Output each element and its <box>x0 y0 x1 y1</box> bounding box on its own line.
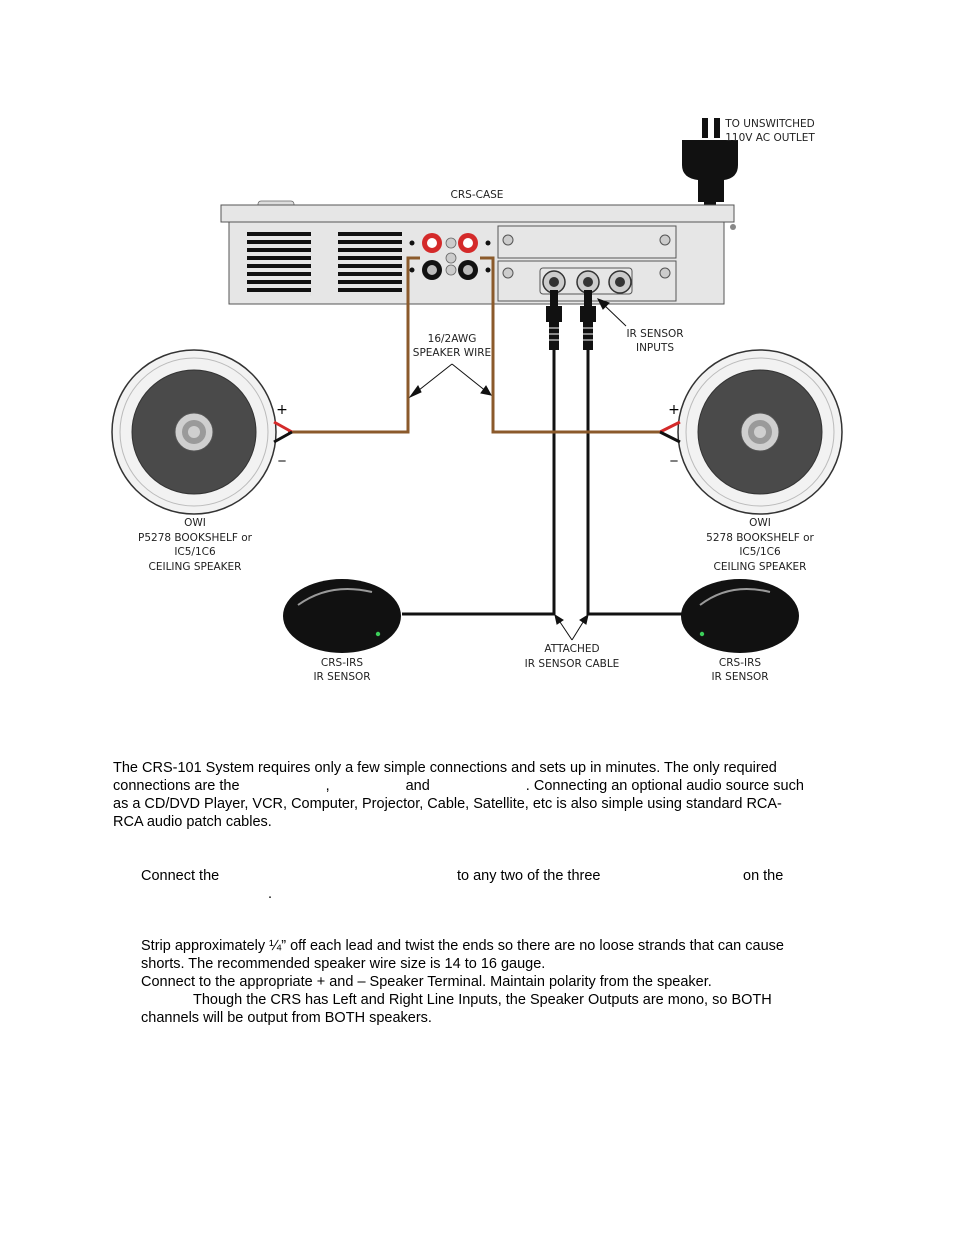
speaker-wire-label-1: 16/2AWG <box>428 333 477 345</box>
cable-label-1: ATTACHED <box>544 643 599 655</box>
ir-cable-left <box>402 350 556 616</box>
step-connect-a: Connect the <box>141 868 220 884</box>
intro-line-4: RCA audio patch cables. <box>113 814 272 830</box>
step-connect-d: . <box>268 886 273 902</box>
cable-arrows <box>554 613 589 641</box>
wire-line-2: shorts. The recommended speaker wire siz… <box>141 956 546 972</box>
ir-plugs <box>546 290 596 350</box>
wire-line-4: Though the CRS has Left and Right Line I… <box>193 992 772 1008</box>
left-speaker <box>111 349 293 515</box>
left-ir-sensor <box>283 579 401 653</box>
intro-line-2a: connections are the <box>113 778 240 794</box>
ir-cable-right <box>586 350 683 616</box>
intro-line-2: connections are the, and . Connecting an o… <box>113 777 804 795</box>
right-sensor-label-2: IR SENSOR <box>711 671 768 683</box>
left-speaker-line-1: OWI <box>184 517 206 529</box>
crs-case <box>220 200 736 305</box>
cable-label-2: IR SENSOR CABLE <box>525 658 620 670</box>
outlet-label-1: TO UNSWITCHED <box>724 118 814 130</box>
outlet-label-2: 110V AC OUTLET <box>725 132 815 144</box>
right-speaker-line-4: CEILING SPEAKER <box>714 561 807 573</box>
speaker-wire-label-2: SPEAKER WIRE <box>413 347 491 359</box>
intro-line-3: as a CD/DVD Player, VCR, Computer, Proje… <box>113 796 782 812</box>
speaker-wire-right <box>480 256 660 434</box>
left-plus: + <box>276 402 288 418</box>
left-minus: _ <box>278 446 287 462</box>
intro-line-2d: . Connecting an optional audio source su… <box>525 778 804 794</box>
ir-inputs-arrow <box>596 298 627 327</box>
right-speaker-line-3: IC5/1C6 <box>739 546 781 558</box>
intro-line-1: The CRS-101 System requires only a few s… <box>113 760 777 776</box>
right-plus: + <box>668 402 680 418</box>
ir-inputs-label-1: IR SENSOR <box>626 328 683 340</box>
right-speaker-line-1: OWI <box>749 517 771 529</box>
right-speaker <box>659 349 843 515</box>
step-connect-b: to any two of the three <box>457 868 601 884</box>
speaker-wire-left <box>288 256 420 434</box>
left-speaker-line-3: IC5/1C6 <box>174 546 216 558</box>
wire-line-5: channels will be output from BOTH speake… <box>141 1010 432 1026</box>
ir-inputs-label-2: INPUTS <box>636 342 674 354</box>
right-minus: _ <box>670 446 679 462</box>
left-sensor-label-2: IR SENSOR <box>313 671 370 683</box>
step-connect-c: on the <box>743 868 784 884</box>
right-ir-sensor <box>681 579 799 653</box>
wiring-diagram: TO UNSWITCHED 110V AC OUTLET CRS-CASE <box>111 118 843 683</box>
case-label: CRS-CASE <box>451 189 504 201</box>
wire-line-1: Strip approximately ¼” off each lead and… <box>141 938 784 954</box>
wire-line-3: Connect to the appropriate + and – Speak… <box>141 974 712 990</box>
ir-sensor-jacks <box>542 270 632 294</box>
left-sensor-label-1: CRS-IRS <box>321 657 363 669</box>
intro-line-2b: , <box>325 778 330 794</box>
left-speaker-line-4: CEILING SPEAKER <box>149 561 242 573</box>
left-speaker-line-2: P5278 BOOKSHELF or <box>138 532 253 544</box>
speaker-wire-arrows <box>408 363 492 399</box>
intro-line-2c: and <box>405 778 430 794</box>
right-speaker-line-2: 5278 BOOKSHELF or <box>706 532 814 544</box>
right-sensor-label-1: CRS-IRS <box>719 657 761 669</box>
speaker-terminals <box>409 233 491 280</box>
